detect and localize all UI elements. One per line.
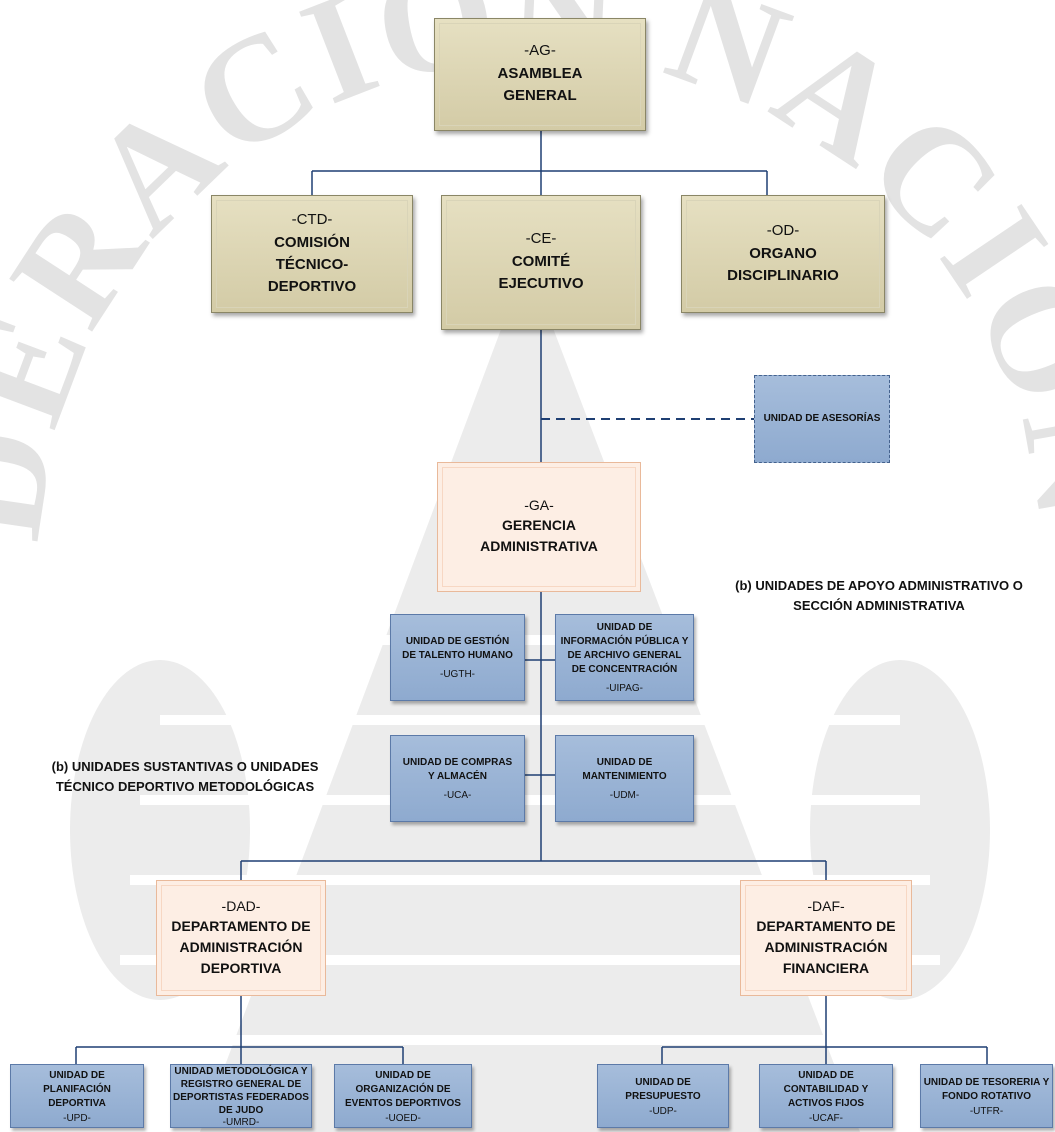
node-abbr: -UTFR- — [969, 1105, 1004, 1117]
node-tesoreria-fondo[interactable]: UNIDAD DE TESORERIA Y FONDO ROTATIVO -UT… — [920, 1064, 1053, 1128]
node-abbr: -UCAF- — [809, 1112, 843, 1124]
node-title: UNIDAD DE CONTABILIDAD Y ACTIVOS FIJOS — [783, 1069, 869, 1109]
node-abbr: -OD- — [766, 221, 800, 239]
node-title: UNIDAD DE PRESUPUESTO — [625, 1076, 701, 1102]
node-title: COMISIÓN TÉCNICO-DEPORTIVO — [267, 233, 357, 295]
node-abbr: -UOED- — [385, 1112, 421, 1124]
node-compras-almacen[interactable]: UNIDAD DE COMPRAS Y ALMACÉN -UCA- — [390, 735, 525, 822]
node-abbr: -UDP- — [649, 1105, 677, 1117]
node-title: ASAMBLEA GENERAL — [497, 65, 583, 104]
node-title: DEPARTAMENTO DE ADMINISTRACIÓN FINANCIER… — [756, 917, 896, 976]
label-unidades-sustantivas: (b) UNIDADES SUSTANTIVAS O UNIDADES TÉCN… — [51, 759, 319, 794]
node-informacion-publica[interactable]: UNIDAD DE INFORMACIÓN PÚBLICA Y DE ARCHI… — [555, 614, 694, 701]
node-unidad-de-asesorias[interactable]: UNIDAD DE ASESORÍAS — [754, 375, 890, 463]
node-abbr: -UGTH- — [440, 669, 475, 680]
node-planificacion-deportiva[interactable]: UNIDAD DE PLANIFACIÓN DEPORTIVA -UPD- — [10, 1064, 144, 1128]
node-presupuesto[interactable]: UNIDAD DE PRESUPUESTO -UDP- — [597, 1064, 729, 1128]
node-mantenimiento[interactable]: UNIDAD DE MANTENIMIENTO -UDM- — [555, 735, 694, 822]
node-title: UNIDAD DE COMPRAS Y ALMACÉN — [402, 757, 513, 782]
node-organo-disciplinario[interactable]: -OD- ORGANO DISCIPLINARIO — [681, 195, 885, 313]
node-comite-ejecutivo[interactable]: -CE- COMITÉ EJECUTIVO — [441, 195, 641, 330]
node-contabilidad-activos[interactable]: UNIDAD DE CONTABILIDAD Y ACTIVOS FIJOS -… — [759, 1064, 893, 1128]
node-organizacion-eventos[interactable]: UNIDAD DE ORGANIZACIÓN DE EVENTOS DEPORT… — [334, 1064, 472, 1128]
node-abbr: -CTD- — [291, 210, 333, 228]
node-title: UNIDAD METODOLÓGICA Y REGISTRO GENERAL D… — [173, 1065, 309, 1116]
node-title: UNIDAD DE GESTIÓN DE TALENTO HUMANO — [402, 636, 513, 661]
node-abbr: -GA- — [524, 497, 554, 513]
node-title: UNIDAD DE TESORERIA Y FONDO ROTATIVO — [923, 1076, 1050, 1102]
node-unidad-metodologica[interactable]: UNIDAD METODOLÓGICA Y REGISTRO GENERAL D… — [170, 1064, 312, 1128]
node-abbr: -UDM- — [609, 790, 640, 801]
node-title: GERENCIA ADMINISTRATIVA — [480, 517, 598, 554]
node-departamento-administracion-deportiva[interactable]: -DAD- DEPARTAMENTO DE ADMINISTRACIÓN DEP… — [156, 880, 326, 996]
node-abbr: -UIPAG- — [605, 683, 644, 694]
node-gerencia-administrativa[interactable]: -GA- GERENCIA ADMINISTRATIVA — [437, 462, 641, 592]
node-title: UNIDAD DE ASESORÍAS — [763, 413, 881, 424]
node-departamento-administracion-financiera[interactable]: -DAF- DEPARTAMENTO DE ADMINISTRACIÓN FIN… — [740, 880, 912, 996]
node-abbr: -UPD- — [63, 1112, 91, 1124]
node-abbr: -AG- — [524, 42, 556, 59]
node-abbr: -CE- — [525, 230, 557, 247]
node-abbr: -DAD- — [221, 897, 261, 914]
node-title: COMITÉ EJECUTIVO — [498, 253, 584, 292]
node-talento-humano[interactable]: UNIDAD DE GESTIÓN DE TALENTO HUMANO -UGT… — [390, 614, 525, 701]
node-title: UNIDAD DE ORGANIZACIÓN DE EVENTOS DEPORT… — [345, 1069, 461, 1109]
label-unidades-apoyo: (b) UNIDADES DE APOYO ADMINISTRATIVO O S… — [735, 578, 1023, 613]
node-title: ORGANO DISCIPLINARIO — [727, 244, 839, 284]
node-title: DEPARTAMENTO DE ADMINISTRACIÓN DEPORTIVA — [171, 917, 311, 976]
node-title: UNIDAD DE INFORMACIÓN PÚBLICA Y DE ARCHI… — [560, 622, 689, 675]
node-title: UNIDAD DE PLANIFACIÓN DEPORTIVA — [43, 1069, 111, 1109]
node-title: UNIDAD DE MANTENIMIENTO — [582, 757, 667, 782]
node-abbr: -DAF- — [807, 897, 845, 914]
node-comision-tecnico-deportivo[interactable]: -CTD- COMISIÓN TÉCNICO-DEPORTIVO — [211, 195, 413, 313]
node-abbr: -UCA- — [443, 790, 472, 801]
node-abbr: -UMRD- — [222, 1116, 260, 1128]
node-asamblea-general[interactable]: -AG- ASAMBLEA GENERAL — [434, 18, 646, 131]
